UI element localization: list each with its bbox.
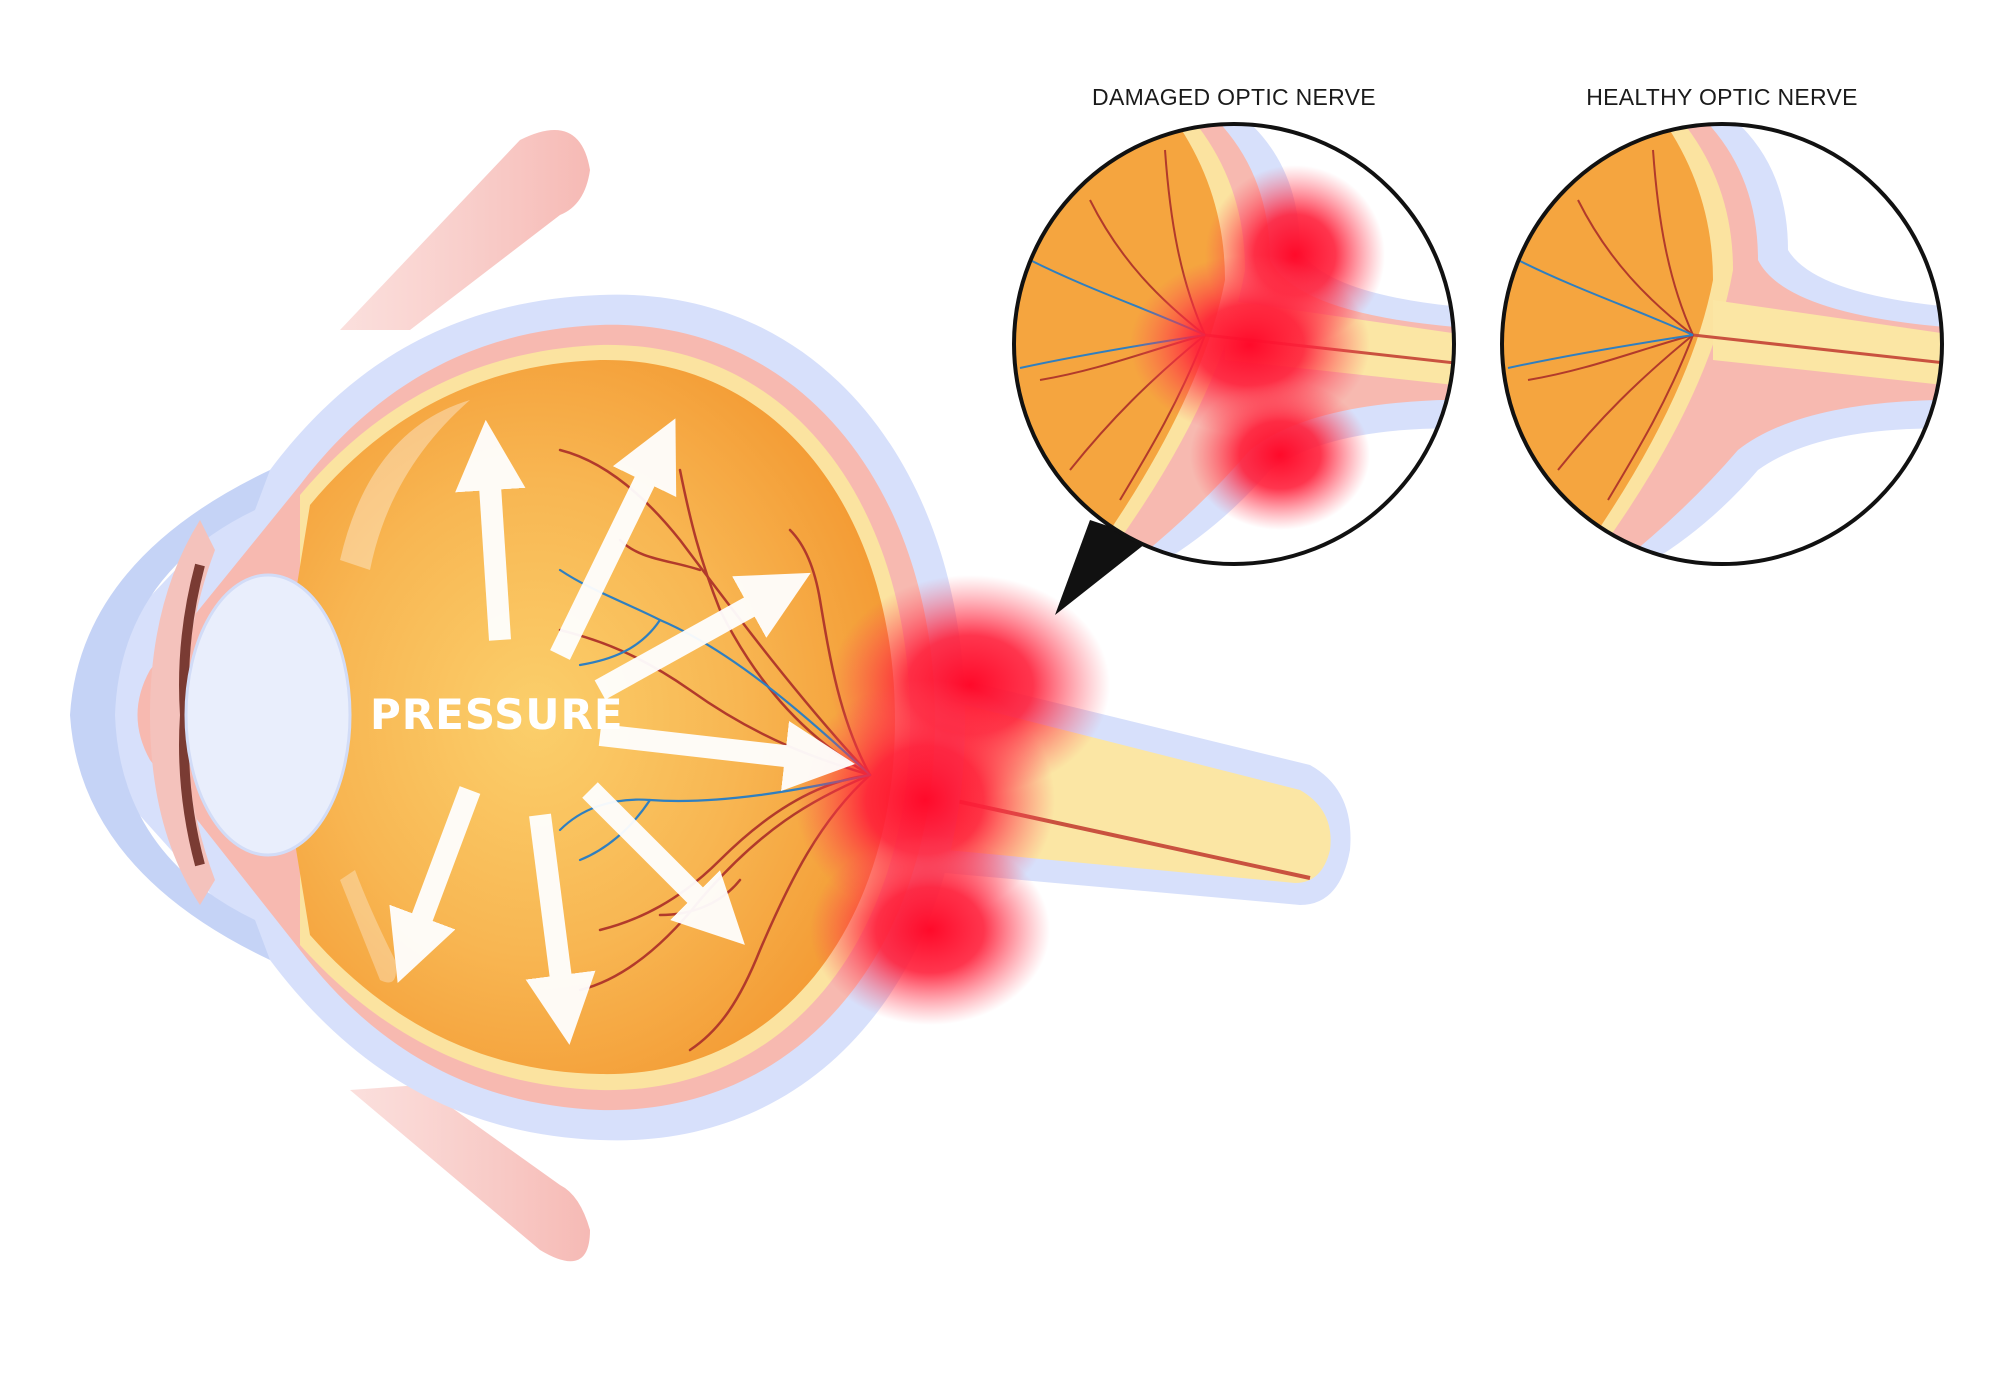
pressure-arrow	[455, 419, 526, 641]
pressure-arrow	[582, 782, 745, 945]
lower-eye-muscle	[350, 1085, 590, 1262]
healthy-nerve-detail	[1500, 122, 1944, 566]
pressure-arrows	[389, 418, 855, 1045]
pressure-arrow	[389, 786, 481, 983]
pressure-arrow	[598, 721, 855, 792]
lens	[184, 573, 352, 857]
upper-eye-muscle	[340, 130, 590, 330]
pressure-label: PRESSURE	[370, 690, 624, 739]
callout-pointer	[1055, 520, 1150, 615]
pressure-arrow	[525, 813, 596, 1045]
damaged-nerve-detail	[1012, 122, 1456, 566]
pressure-arrow	[550, 418, 677, 660]
damaged-optic-nerve-label: DAMAGED OPTIC NERVE	[1092, 84, 1376, 110]
healthy-optic-nerve-label: HEALTHY OPTIC NERVE	[1586, 84, 1858, 110]
optic-nerve-damage-glow	[795, 575, 1110, 1025]
pressure-arrow	[594, 572, 811, 700]
